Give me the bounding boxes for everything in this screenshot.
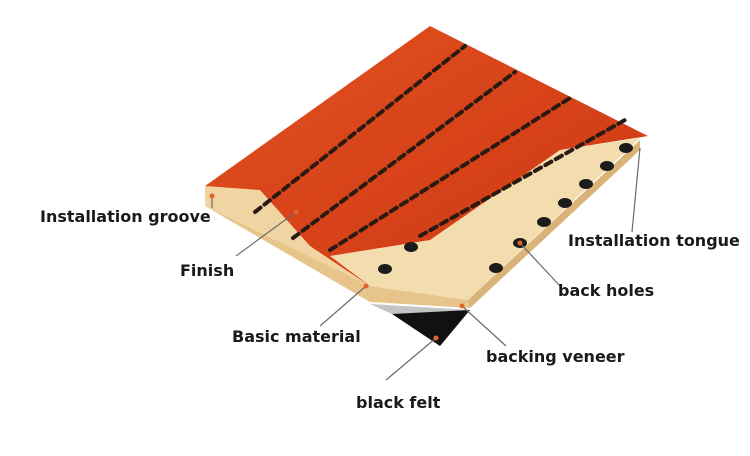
back-hole xyxy=(558,198,572,208)
groove-line-1 xyxy=(253,44,467,214)
groove-line-4 xyxy=(418,118,627,238)
back-hole xyxy=(537,217,551,227)
groove-lines xyxy=(253,44,627,252)
leader-dots xyxy=(209,193,523,341)
back-hole xyxy=(600,161,614,171)
label-installation-groove: Installation groove xyxy=(40,207,211,226)
basic-material-face xyxy=(330,138,640,300)
leader-finish xyxy=(235,211,297,257)
label-finish: Finish xyxy=(180,261,234,280)
back-hole xyxy=(404,242,418,252)
groove-line-3 xyxy=(328,96,572,252)
leader-dot xyxy=(209,193,215,199)
label-installation-tongue: Installation tongue xyxy=(568,231,740,250)
leader-installation-tongue xyxy=(631,147,641,233)
leader-back-holes xyxy=(519,242,561,287)
back-hole xyxy=(619,143,633,153)
label-basic-material: Basic material xyxy=(232,327,361,346)
leader-dot xyxy=(433,335,439,341)
back-hole xyxy=(579,179,593,189)
leader-black-felt xyxy=(385,337,437,381)
label-black-felt: black felt xyxy=(356,393,441,412)
leader-backing-veneer xyxy=(461,305,507,347)
labels: Installation groove Finish Basic materia… xyxy=(40,207,740,412)
leader-dot xyxy=(363,283,369,289)
leader-dot xyxy=(459,303,465,309)
panel-right-edge xyxy=(468,140,640,308)
leader-basic-material xyxy=(319,285,367,327)
black-felt-layer xyxy=(392,310,470,346)
label-back-holes: back holes xyxy=(558,281,654,300)
leader-lines xyxy=(211,147,641,381)
label-backing-veneer: backing veneer xyxy=(486,347,625,366)
back-hole xyxy=(489,263,503,273)
groove-line-2 xyxy=(291,70,517,240)
leader-dot xyxy=(517,240,523,246)
back-hole xyxy=(378,264,392,274)
back-holes xyxy=(378,143,633,274)
left-groove-strip xyxy=(205,186,370,286)
leader-dot xyxy=(293,209,299,215)
panel-body xyxy=(205,138,640,346)
